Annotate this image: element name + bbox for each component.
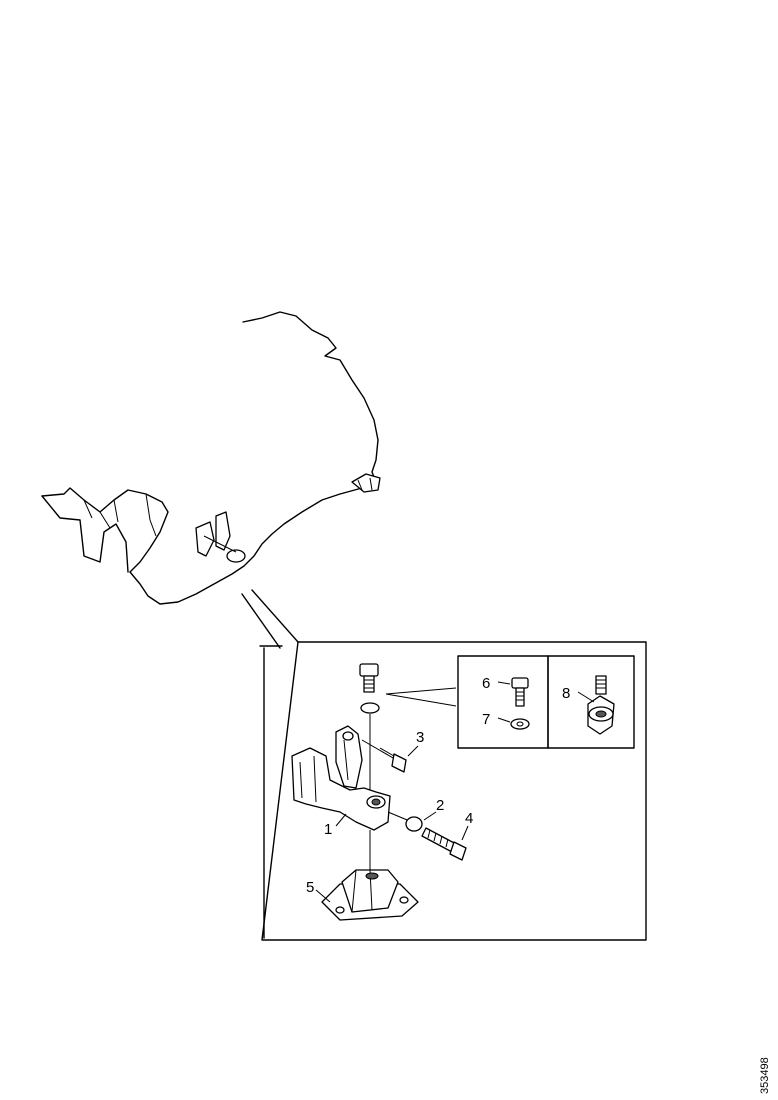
stud-assembly-part-8 xyxy=(577,675,615,735)
callout-4: 4 xyxy=(465,810,473,827)
callout-8: 8 xyxy=(562,685,570,702)
nut-part-2 xyxy=(387,811,423,832)
bolt-part-3 xyxy=(361,739,407,773)
bolt-part-4 xyxy=(421,827,467,861)
callout-5: 5 xyxy=(306,879,314,896)
callout-6: 6 xyxy=(482,675,490,692)
top-bolt xyxy=(359,663,380,790)
bolt-part-6 xyxy=(497,677,529,707)
bracket-part-1 xyxy=(291,725,391,831)
callout-1: 1 xyxy=(324,821,332,838)
callout-labels: 1 2 3 4 5 6 7 8 xyxy=(306,675,570,903)
callout-2: 2 xyxy=(436,797,444,814)
callout-3: 3 xyxy=(416,729,424,746)
engine-outline xyxy=(41,311,381,605)
washer-part-7 xyxy=(497,717,530,730)
inset-box-parts-6-7 xyxy=(457,655,549,749)
document-number: 353498 xyxy=(759,1057,771,1094)
detail-frame xyxy=(259,641,647,941)
callout-7: 7 xyxy=(482,711,490,728)
inset-box-part-8 xyxy=(547,655,635,749)
rubber-mount-part-5 xyxy=(321,830,419,921)
inset-leader xyxy=(385,687,457,707)
detail-leader xyxy=(241,589,299,649)
